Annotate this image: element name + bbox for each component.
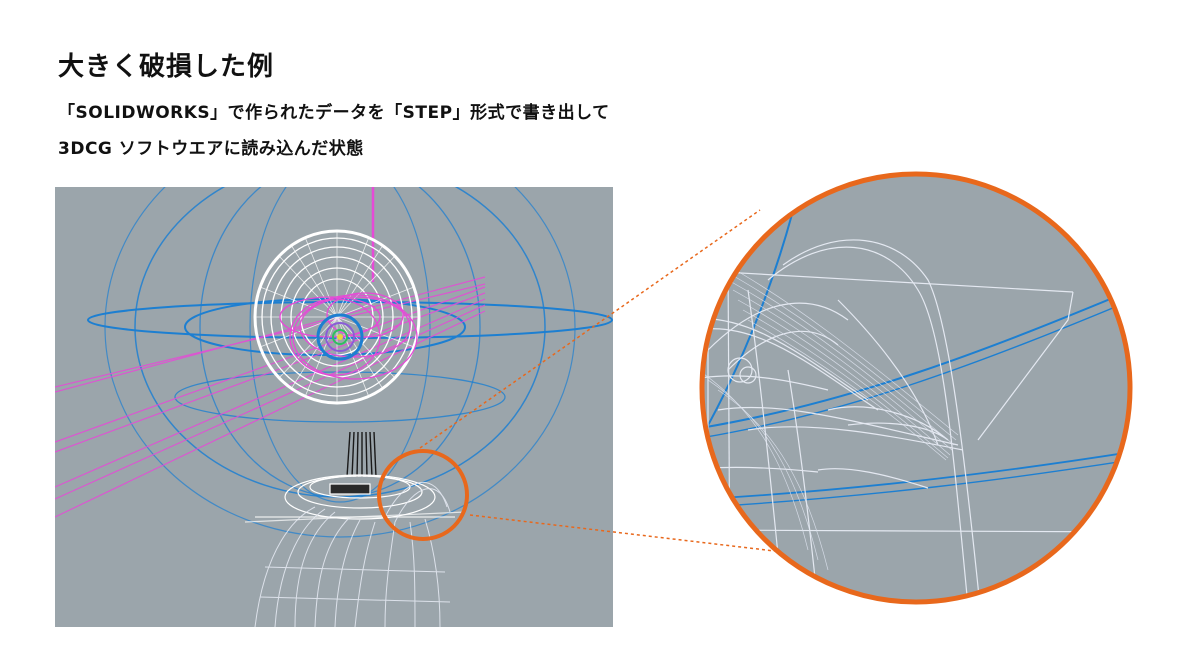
3d-viewport[interactable] [55, 187, 613, 627]
zoom-inset [688, 170, 1144, 606]
title: 大きく破損した例 [58, 52, 275, 82]
highlight-ring-large [699, 171, 1133, 605]
broken-mesh [254, 481, 451, 627]
wireframe-scene [55, 187, 613, 627]
subtitle-line-1: 「SOLIDWORKS」で作られたデータを「STEP」形式で書き出して [58, 103, 610, 123]
fan-base [244, 474, 466, 523]
fan-stand [346, 431, 377, 478]
highlight-ring-small [377, 449, 469, 541]
subtitle-line-2: 3DCG ソフトウエアに読み込んだ状態 [58, 139, 364, 159]
